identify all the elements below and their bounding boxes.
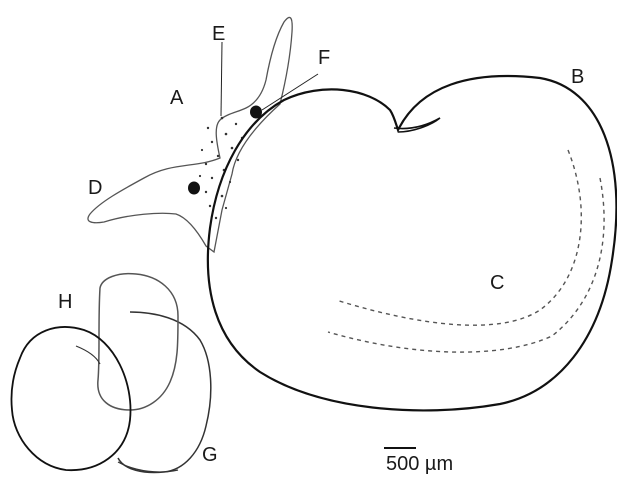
scale-bar-label: 500 µm [386, 453, 453, 475]
label-d: D [88, 177, 102, 199]
eyespot-lower [188, 182, 200, 195]
label-h: H [58, 291, 72, 313]
main-sac-body [208, 76, 617, 410]
label-c: C [490, 272, 504, 294]
egg-cluster [11, 274, 210, 473]
label-a: A [170, 87, 184, 109]
label-f: F [318, 47, 330, 69]
head-with-tentacles [88, 17, 292, 252]
internal-fold-lines [328, 150, 604, 352]
label-b: B [571, 66, 584, 88]
speckle-marks [199, 117, 243, 220]
label-g: G [202, 444, 218, 466]
leader-e [221, 42, 222, 116]
label-e: E [212, 23, 225, 45]
